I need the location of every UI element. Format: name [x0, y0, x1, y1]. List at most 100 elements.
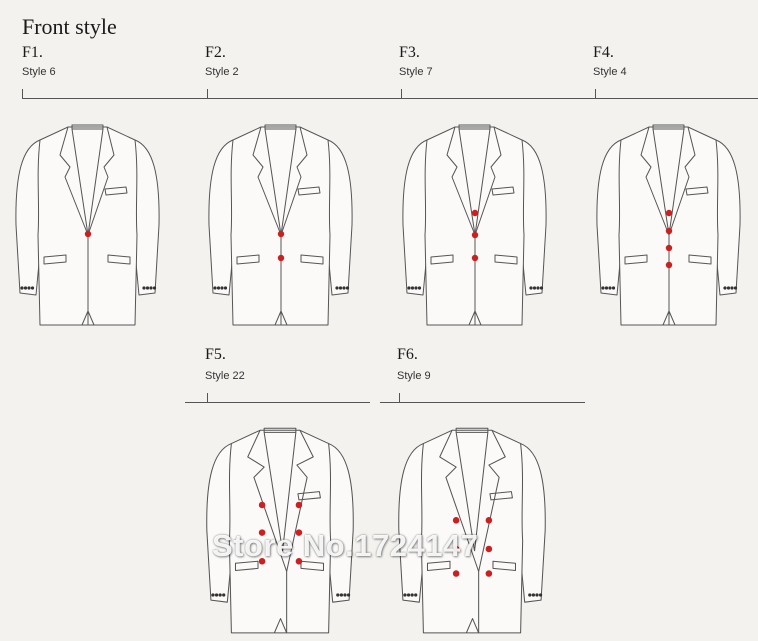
jacket-f1 [15, 124, 160, 326]
cuff-button [528, 593, 532, 597]
tick-f6 [399, 393, 400, 402]
right-sleeve [323, 139, 353, 296]
jacket-body [618, 126, 719, 326]
left-hip-pocket [234, 560, 259, 571]
right-lapel [478, 430, 506, 572]
cuff-button [608, 286, 612, 290]
cuff-button [339, 593, 344, 597]
bottom-timeline-right [380, 402, 585, 403]
cuff-button [417, 286, 422, 290]
jacket-button [665, 227, 673, 235]
left-hip-pocket [426, 560, 451, 571]
left-sleeve [596, 139, 626, 296]
cuff-button [531, 593, 536, 597]
cuff-button [345, 286, 350, 290]
cuff-button [532, 286, 537, 290]
right-lapel [87, 126, 115, 236]
right-lapel [280, 126, 308, 236]
cuff-button [222, 593, 226, 597]
left-sleeve [208, 139, 238, 296]
jacket-button [471, 231, 479, 239]
cuff-button [733, 286, 738, 290]
style-code-f2: F2. [205, 44, 226, 61]
cuff-button [30, 286, 35, 290]
hem-vent [273, 618, 288, 634]
cuff-button [338, 286, 343, 290]
style-name-f5: Style 22 [205, 370, 245, 382]
jacket-f3 [402, 124, 547, 326]
cuff-button [145, 286, 150, 290]
jacket-button [471, 209, 479, 217]
left-hip-pocket [43, 254, 67, 265]
cuff-button [410, 286, 415, 290]
left-lapel [252, 126, 282, 325]
tick-f5 [207, 393, 208, 402]
style-name-f2: Style 2 [205, 66, 239, 78]
left-hip-pocket [236, 254, 260, 265]
cuff-button [604, 286, 609, 290]
jacket-button [452, 517, 460, 524]
neck-line [652, 128, 685, 236]
cuff-button [218, 593, 222, 597]
jacket-body [37, 126, 138, 326]
right-sleeve [130, 139, 160, 296]
neck-line [458, 128, 491, 236]
cuff-button [214, 593, 219, 597]
left-lapel [439, 430, 480, 633]
jacket-button [258, 557, 266, 565]
cuff-button [335, 286, 339, 290]
style-code-f5: F5. [205, 346, 226, 363]
style-code-f4: F4. [593, 44, 614, 61]
left-lapel [59, 126, 89, 325]
store-watermark: Store No.1724147 [212, 528, 479, 563]
right-hip-pocket [300, 254, 324, 265]
right-sleeve [517, 139, 547, 296]
right-hip-pocket [492, 560, 516, 571]
neck-line [455, 432, 489, 552]
cuff-button [414, 286, 418, 290]
cuff-button [601, 286, 605, 290]
neck-line [263, 432, 297, 552]
cuff-button [403, 593, 407, 597]
cuff-button [149, 286, 153, 290]
jacket-button [485, 517, 493, 524]
right-sleeve [711, 139, 741, 296]
style-name-f6: Style 9 [397, 370, 431, 382]
cuff-button [220, 286, 224, 290]
cuff-button [611, 286, 616, 290]
cuff-button [406, 593, 411, 597]
right-hip-pocket [688, 254, 712, 265]
bottom-timeline-left [185, 402, 370, 403]
right-sleeve [516, 443, 546, 603]
cuff-button [211, 593, 215, 597]
jacket-button [452, 545, 460, 553]
tick-f2 [207, 89, 208, 98]
jacket-button [485, 545, 493, 553]
jacket-f2 [208, 124, 353, 326]
jacket-button [471, 254, 479, 262]
cuff-button [539, 286, 544, 290]
cuff-button [414, 593, 418, 597]
left-lapel [446, 126, 476, 325]
jacket-button [295, 501, 303, 509]
jacket-f5 [206, 427, 354, 634]
right-lapel [286, 430, 314, 572]
right-sleeve [324, 443, 354, 603]
cuff-button [730, 286, 734, 290]
jacket-button [258, 501, 266, 509]
cuff-button [336, 593, 340, 597]
cuff-button [538, 593, 543, 597]
cuff-button [410, 593, 414, 597]
left-sleeve [206, 443, 236, 603]
cuff-button [726, 286, 731, 290]
left-sleeve [398, 443, 428, 603]
cuff-button [152, 286, 157, 290]
top-timeline [22, 98, 758, 99]
tick-f4 [595, 89, 596, 98]
style-name-f1: Style 6 [22, 66, 56, 78]
cuff-button [536, 286, 540, 290]
right-hip-pocket [300, 560, 324, 571]
jacket-button [665, 261, 673, 269]
cuff-button [142, 286, 146, 290]
hem-vent [465, 618, 480, 634]
